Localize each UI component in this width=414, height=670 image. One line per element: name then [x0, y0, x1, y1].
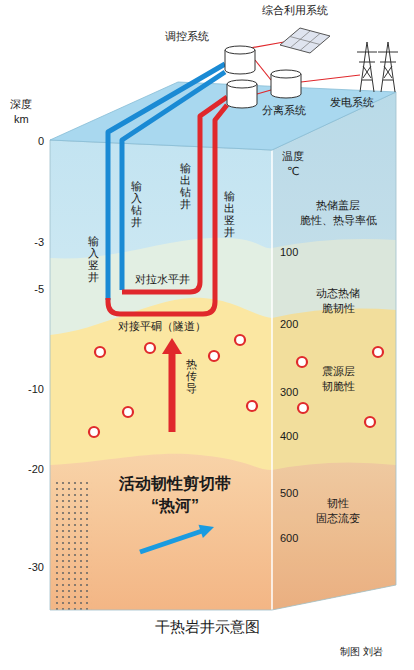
output-borehole: [122, 97, 227, 292]
temperature-tick: 300: [280, 386, 298, 399]
quake-point: [145, 343, 155, 353]
cap-layer: [0, 80, 414, 640]
dot-texture: [52, 478, 92, 610]
rock-layers: [0, 80, 414, 640]
layer-name: 震源层: [322, 364, 355, 379]
quake-point: [298, 403, 308, 413]
panel-grid: [290, 31, 310, 48]
well-label: 输出钻井: [180, 162, 191, 210]
pylons: [357, 42, 398, 92]
input-borehole: [122, 72, 225, 290]
system-label: 发电系统: [330, 96, 374, 109]
temperature-tick: 600: [280, 532, 298, 545]
pylon: [357, 42, 377, 92]
wire: [257, 90, 271, 94]
wire: [255, 60, 271, 80]
ground-surface: [50, 82, 396, 150]
depth-tick: -10: [28, 383, 44, 396]
depth-tick: -5: [34, 283, 44, 296]
quake-point: [235, 335, 245, 345]
quake-point: [95, 347, 105, 357]
layer-name: 动态热储: [316, 286, 360, 301]
quake-points: [89, 335, 383, 437]
flow-arrow-head: [199, 525, 215, 538]
system-label: 分离系统: [262, 104, 306, 117]
layer-property: 脆韧性: [316, 301, 360, 316]
system-label: 调控系统: [165, 30, 209, 43]
temperature-tick: 500: [280, 487, 298, 500]
pylon: [378, 42, 398, 92]
heat-label: 热传导: [186, 358, 197, 394]
layer-property: 固态流变: [316, 511, 360, 526]
quake-point: [365, 417, 375, 427]
zone-title: “热河”: [151, 496, 199, 515]
system-label: 综合利用系统: [262, 4, 328, 17]
axis-unit: km: [14, 113, 29, 126]
block-edge: [271, 150, 273, 610]
depth-tick: -3: [34, 236, 44, 249]
credit: 制图 刘岩: [340, 646, 383, 658]
tank-top: [227, 80, 257, 88]
axis-title: 深度: [10, 98, 32, 111]
layer-property: 脆性、热导率低: [300, 213, 377, 228]
tanks: [225, 46, 301, 108]
depth-tick: -20: [28, 463, 44, 476]
well-label: 对拉水平井: [135, 273, 190, 286]
panel: [280, 28, 330, 53]
wire: [250, 42, 284, 48]
quake-point: [89, 427, 99, 437]
temperature-tick: 200: [280, 318, 298, 331]
heat-arrow-shaft: [169, 352, 176, 432]
side-shade: [272, 92, 396, 610]
layer-band-text: 韧性固态流变: [313, 494, 363, 528]
temperature-tick: 100: [280, 246, 298, 259]
layer-name: 韧性: [316, 496, 360, 511]
layer-property: 韧脆性: [322, 379, 355, 394]
quake-point: [123, 407, 133, 417]
panel-grid: [300, 34, 320, 51]
heat-arrow-head: [162, 338, 182, 354]
layer-band-text: 震源层韧脆性: [319, 362, 358, 396]
quake-point: [297, 357, 307, 367]
quake-point: [247, 401, 257, 411]
layer-name: 热储盖层: [300, 198, 377, 213]
well-label: 输出竖井: [224, 190, 235, 238]
depth-tick: 0: [38, 135, 44, 148]
temperature-tick: 400: [280, 430, 298, 443]
solar-panel: [280, 28, 330, 53]
input-shaft: [108, 64, 225, 300]
wells: [108, 64, 227, 314]
axis-unit: ℃: [287, 165, 299, 178]
caption: 干热岩井示意图: [155, 618, 260, 636]
layer-band-text: 动态热储脆韧性: [313, 284, 363, 318]
wire: [301, 75, 360, 82]
block-outline: [50, 92, 396, 610]
depth-tick: -30: [28, 561, 44, 574]
output-shaft: [108, 105, 227, 314]
flow-arrow-shaft: [140, 531, 202, 552]
tank-top: [225, 46, 255, 54]
axis-title: 温度: [282, 150, 304, 163]
well-label: 输入竖井: [88, 235, 99, 283]
zone-title: 活动韧性剪切带: [119, 474, 231, 493]
quake-point: [209, 351, 219, 361]
tunnel-label: 对接平硐（隧道）: [118, 320, 206, 333]
well-label: 输入钻井: [131, 180, 142, 228]
layer-band-text: 热储盖层脆性、热导率低: [297, 196, 380, 230]
tank-top: [271, 70, 301, 78]
quake-point: [373, 347, 383, 357]
